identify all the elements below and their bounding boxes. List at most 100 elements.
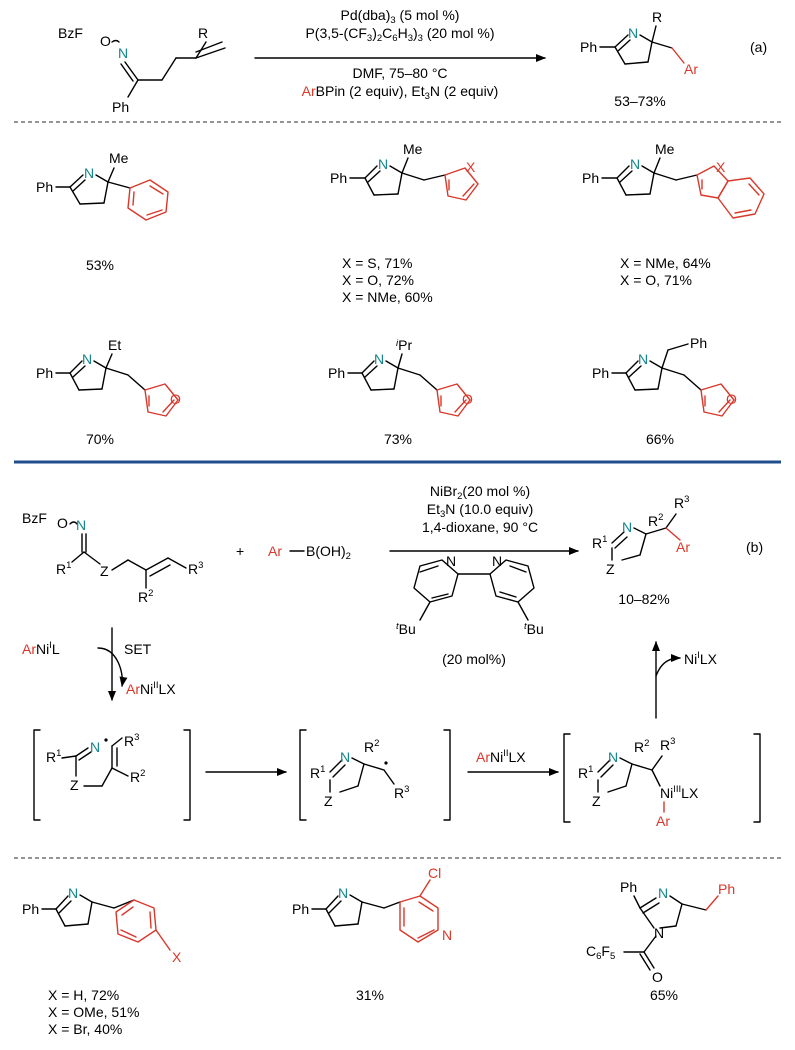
panel-label-a: (a): [750, 39, 767, 55]
yield-a4: 70%: [86, 431, 114, 447]
svg-text:Ph: Ph: [22, 901, 39, 917]
svg-text:N: N: [608, 749, 618, 765]
aryl-ring: [115, 899, 171, 951]
reactant-b: BzF O N R1 Z R2 R3: [22, 510, 203, 605]
boronic-acid-label: B(OH)2: [306, 543, 351, 562]
yield-a2-1: X = S, 71%: [342, 255, 412, 271]
condition-a-1: Pd(dba)3 (5 mol %): [341, 7, 460, 26]
iminyl-radical-intermediate: R1 N Z R2 R3: [33, 729, 191, 821]
r1-label: R1: [310, 764, 325, 781]
furan-ring: [144, 383, 179, 417]
furan-ring: [700, 383, 735, 417]
furan-ring: [444, 167, 479, 201]
ni-ii-complex-label: ArNiIILX: [126, 680, 176, 697]
svg-text:N: N: [638, 351, 648, 367]
svg-text:Ph: Ph: [592, 365, 609, 381]
svg-text:Ph: Ph: [328, 365, 345, 381]
substituent-me: Me: [655, 141, 675, 157]
condition-b-1: NiBr2(20 mol %): [430, 483, 530, 502]
product-a: Ph N R Ar (a) 53–73%: [580, 9, 767, 109]
svg-text:N: N: [340, 749, 350, 765]
example-a-3: Ph N Me X X = NMe, 64% X = O, 71%: [582, 141, 765, 288]
condition-a-3: DMF, 75–80 °C: [352, 65, 447, 81]
yield-a2-3: X = NMe, 60%: [342, 289, 433, 305]
svg-text:Ph: Ph: [292, 901, 309, 917]
svg-text:Ph: Ph: [330, 170, 347, 186]
c6f5-label: C6F5: [586, 943, 615, 962]
example-a-2: Ph N Me X X = S, 71% X = O, 72% X = NMe,…: [330, 141, 479, 305]
yield-b: 10–82%: [618, 591, 669, 607]
yield-a: 53–73%: [614, 93, 665, 109]
r1-label: R1: [592, 534, 607, 551]
heteroatom-label: X: [716, 159, 726, 175]
substituent-me: Me: [109, 150, 129, 166]
svg-text:N: N: [84, 165, 94, 181]
example-b-2: Ph N Cl N 31%: [292, 865, 452, 1003]
svg-text:BzF: BzF: [22, 510, 47, 526]
svg-text:N: N: [658, 885, 668, 901]
svg-text:BzF: BzF: [58, 25, 83, 41]
svg-text:R: R: [198, 25, 208, 41]
oxygen-label: O: [170, 391, 181, 407]
r3-label: R3: [188, 560, 203, 577]
substituent-et: Et: [108, 337, 121, 353]
yield-b1-3: X = Br, 40%: [48, 1021, 122, 1037]
furan-ring: [436, 383, 471, 417]
example-a-1: Ph N Me 53%: [36, 150, 169, 273]
mechanism: ArNiIL SET ArNiIILX NiILX R1 N Z: [22, 627, 761, 829]
reactant-a: BzF O N Ph R: [58, 25, 226, 115]
x-substituent: X: [172, 949, 182, 965]
r2-label: R2: [648, 512, 663, 529]
ni-iii-label: NiIIILX: [660, 784, 699, 801]
example-b-3: Ph N N Ph O C6F5 65%: [586, 879, 735, 1003]
aryl-label: Ar: [268, 543, 282, 559]
yield-a1: 53%: [86, 257, 114, 273]
example-b-1: Ph N X X = H, 72% X = OMe, 51% X = Br, 4…: [22, 885, 182, 1037]
r2-label: R2: [130, 768, 145, 785]
svg-text:O: O: [57, 515, 68, 531]
aryl-label: Ar: [676, 539, 690, 555]
carbonyl-o-label: O: [652, 969, 663, 985]
z-label: Z: [324, 793, 333, 809]
product-b: R1 N Z R2 R3 Ar (b) 10–82%: [592, 494, 763, 607]
r3-label: R3: [674, 494, 689, 511]
svg-text:N: N: [630, 156, 640, 172]
yield-a3-1: X = NMe, 64%: [620, 255, 711, 271]
substituent-bn: Ph: [690, 335, 707, 351]
condition-b-3: 1,4-dioxane, 90 °C: [422, 519, 538, 535]
ni-iii-intermediate: R1 N Z R2 R3 NiIIILX Ar: [563, 733, 761, 829]
r1-label: R1: [46, 748, 61, 765]
panel-label-b: (b): [746, 539, 763, 555]
svg-text:Ph: Ph: [36, 365, 53, 381]
yield-b1-1: X = H, 72%: [48, 987, 119, 1003]
z-label: Z: [100, 563, 109, 579]
substituent-me: Me: [403, 141, 423, 157]
nitrogen-label: N: [446, 553, 456, 569]
condition-a-2: P(3,5-(CF3)2C6H3)3 (20 mol %): [305, 25, 494, 44]
yield-b3: 65%: [650, 987, 678, 1003]
nitrogen-label: N: [492, 553, 502, 569]
svg-text:Ph: Ph: [582, 170, 599, 186]
example-a-6: Ph N Ph O 66%: [592, 335, 737, 447]
pyridine-n-label: N: [442, 927, 452, 943]
yield-b2: 31%: [356, 987, 384, 1003]
r3-label: R3: [660, 736, 675, 753]
r2-label: R2: [364, 738, 379, 755]
phenyl-label: Ph: [718, 881, 735, 897]
substituent-ipr: iPr: [396, 337, 412, 353]
yield-a2-2: X = O, 72%: [342, 272, 414, 288]
yield-a3-2: X = O, 71%: [620, 272, 692, 288]
svg-text:N: N: [82, 351, 92, 367]
r2-label: R2: [138, 588, 153, 605]
r1-label: R1: [56, 560, 71, 577]
svg-text:O: O: [100, 33, 111, 49]
svg-text:N: N: [76, 517, 86, 533]
yield-a5: 73%: [384, 431, 412, 447]
svg-text:Ph: Ph: [580, 39, 597, 55]
condition-a-4: ArBPin (2 equiv), Et3N (2 equiv): [302, 83, 499, 102]
pyridine-ring: [399, 879, 439, 943]
svg-text:N: N: [118, 45, 128, 61]
aryl-label: Ar: [656, 813, 670, 829]
example-a-5: Ph N iPr O 73%: [328, 337, 473, 447]
